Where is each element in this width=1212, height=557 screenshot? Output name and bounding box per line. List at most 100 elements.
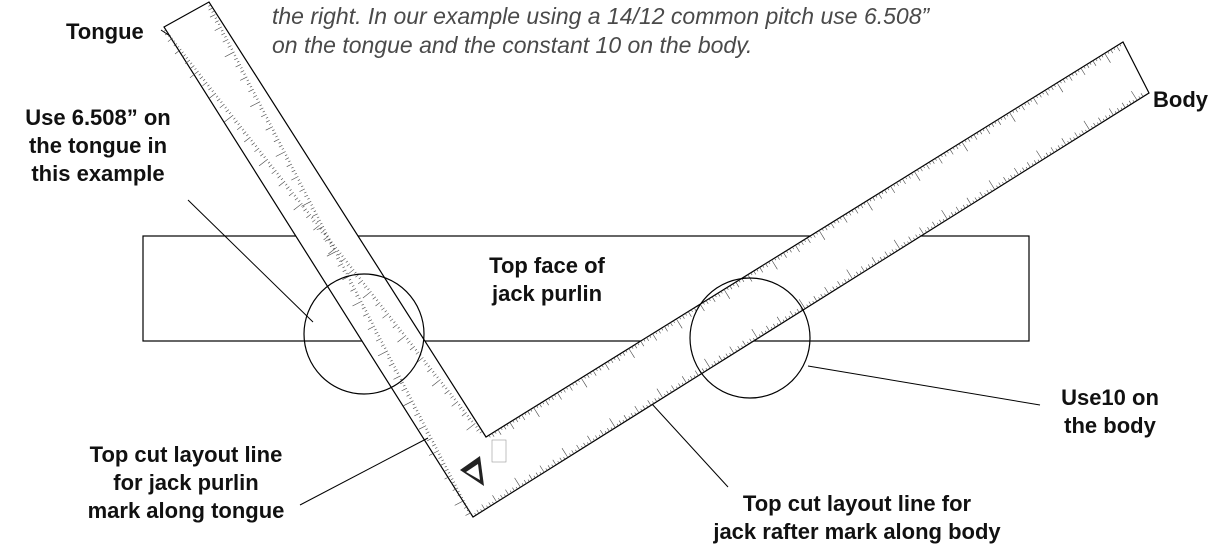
body-outer-tick	[634, 412, 637, 415]
tongue-inner-tick	[215, 95, 219, 98]
body-outer-tick	[832, 286, 835, 291]
body-outer-tick	[604, 431, 607, 434]
body-outer-tick	[1093, 122, 1096, 127]
body-outer-tick	[1057, 145, 1061, 149]
tongue-inner-tick	[313, 224, 320, 231]
body-inner-tick	[494, 431, 497, 434]
body-inner-tick	[836, 219, 840, 223]
body-outer-tick	[986, 189, 990, 194]
tongue-outer-tick	[256, 98, 259, 100]
tongue-outer-tick	[380, 344, 385, 347]
leader-use-body	[807, 365, 1041, 406]
tongue-outer-tick	[265, 116, 269, 119]
body-inner-tick	[866, 200, 873, 211]
body-inner-tick	[664, 326, 668, 332]
tongue-inner-tick	[209, 92, 217, 99]
body-inner-tick	[818, 230, 826, 240]
body-inner-tick	[714, 294, 717, 298]
tongue-inner-tick	[466, 423, 476, 431]
body-outer-tick	[813, 296, 818, 302]
body-outer-tick	[990, 189, 993, 192]
tongue-inner-tick	[337, 252, 342, 256]
body-inner-tick	[1000, 117, 1003, 121]
tongue-inner-tick	[431, 379, 441, 387]
tongue-inner-tick	[278, 180, 286, 187]
body-inner-tick	[506, 423, 509, 427]
body-inner-tick	[500, 427, 503, 431]
tongue-outer-tick	[275, 151, 286, 157]
square-tick-marks	[164, 4, 1144, 516]
body-outer-tick	[609, 418, 616, 428]
body-outer-tick	[1069, 137, 1073, 142]
body-inner-tick	[1110, 49, 1114, 54]
intro-text: the right. In our example using a 14/12 …	[272, 2, 1172, 60]
body-outer-tick	[576, 444, 580, 451]
body-inner-tick	[973, 134, 978, 140]
body-outer-tick	[500, 494, 503, 499]
tongue-outer-tick	[441, 459, 444, 462]
tongue-outer-tick	[425, 431, 430, 434]
tongue-inner-tick	[384, 310, 387, 313]
body-inner-tick	[1071, 73, 1074, 76]
tongue-outer-tick	[262, 110, 266, 113]
body-outer-tick	[713, 360, 717, 365]
body-outer-tick	[954, 211, 957, 215]
body-inner-tick	[628, 348, 635, 358]
tongue-outer-tick	[355, 291, 358, 294]
body-outer-tick	[1120, 107, 1123, 110]
body-outer-tick	[966, 204, 969, 207]
body-inner-tick	[607, 361, 610, 364]
body-outer-tick	[1140, 93, 1144, 97]
body-inner-tick	[699, 304, 705, 312]
body-inner-tick	[1030, 99, 1032, 102]
tongue-outer-tick	[265, 120, 270, 123]
tongue-outer-tick	[374, 328, 377, 331]
body-outer-tick	[598, 434, 601, 438]
tongue-inner-tick	[237, 123, 240, 126]
tongue-inner-tick	[303, 208, 307, 212]
tongue-inner-tick	[340, 257, 346, 263]
tongue-outer-tick	[240, 67, 243, 69]
tongue-outer-tick	[361, 303, 365, 306]
body-outer-tick	[717, 360, 720, 363]
body-outer-tick	[1098, 117, 1102, 123]
tongue-inner-tick	[436, 376, 439, 379]
tongue-inner-tick	[355, 274, 359, 278]
body-outer-tick	[891, 249, 895, 254]
tongue-outer-tick	[285, 157, 289, 160]
body-inner-tick	[610, 359, 614, 364]
tongue-inner-tick	[272, 167, 275, 170]
tongue-outer-tick	[316, 216, 320, 219]
body-inner-tick	[542, 401, 545, 405]
body-outer-tick	[856, 271, 859, 276]
body-inner-tick	[530, 409, 533, 412]
body-inner-tick	[655, 331, 658, 335]
tongue-outer-tick	[465, 512, 471, 516]
body-inner-tick	[863, 202, 866, 206]
body-outer-tick	[509, 490, 512, 493]
tongue-outer-tick	[463, 506, 468, 509]
body-outer-tick	[871, 257, 877, 265]
tongue-outer-tick	[312, 213, 318, 217]
label-rafter-line-2: jack rafter mark along body	[713, 519, 1001, 544]
body-inner-tick	[994, 121, 997, 124]
tongue-outer-tick	[222, 39, 229, 43]
tongue-outer-tick	[236, 60, 240, 63]
tongue-outer-tick	[406, 394, 411, 397]
body-outer-tick	[908, 236, 913, 242]
tongue-inner-tick	[254, 145, 258, 148]
tongue-outer-tick	[299, 188, 305, 192]
body-outer-tick	[652, 401, 655, 404]
tongue-inner-tick	[315, 222, 318, 225]
tongue-outer-tick	[418, 415, 422, 418]
tongue-outer-tick	[444, 475, 452, 480]
tongue-outer-tick	[250, 101, 261, 107]
body-inner-tick	[952, 147, 955, 150]
tongue-inner-tick	[427, 368, 433, 373]
body-outer-tick	[974, 197, 978, 201]
tongue-outer-tick	[326, 250, 337, 257]
body-inner-tick	[637, 342, 640, 346]
body-outer-tick	[962, 204, 966, 209]
body-outer-tick	[1036, 150, 1043, 161]
